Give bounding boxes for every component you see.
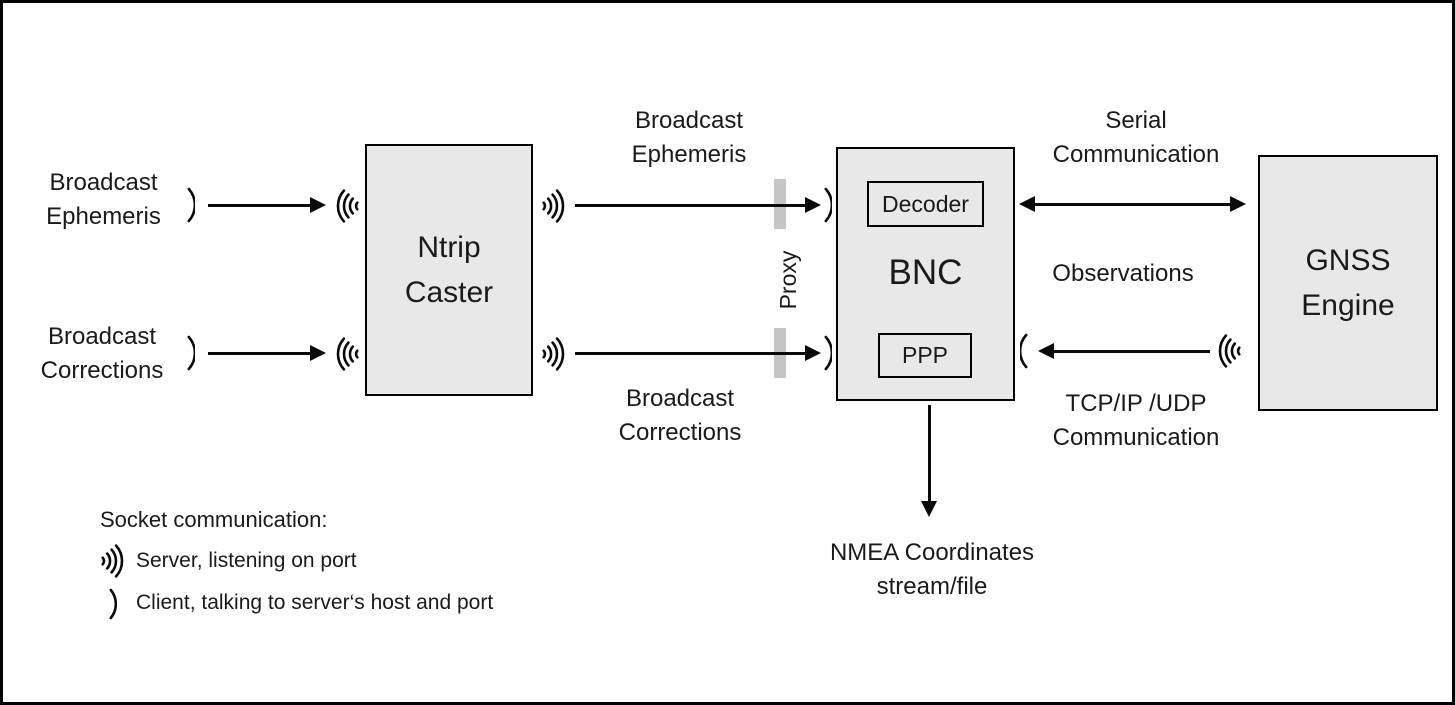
server-socket-icon-caster-left-bottom (332, 333, 362, 375)
legend-title: Socket communication: (100, 507, 328, 532)
server-socket-icon-legend (98, 540, 128, 582)
server-socket-icon-caster-right-top (539, 185, 569, 227)
legend-server-item: Server, listening on port (136, 549, 357, 572)
observations-label: Observations (1052, 260, 1194, 287)
broadcast-corrections-mid-label: Broadcast Corrections (618, 385, 742, 447)
ntrip-caster-box: Ntrip Caster (365, 144, 533, 396)
client-socket-icon-ephemeris (185, 183, 195, 227)
arrow-caster-to-bnc-corrections (575, 345, 821, 361)
gnss-engine-box: GNSS Engine (1258, 155, 1438, 411)
serial-communication-label: Serial Communication (1052, 107, 1220, 169)
legend-client-item: Client, talking to server‘s host and por… (136, 591, 494, 614)
nmea-output-label: NMEA Coordinates stream/file (829, 539, 1035, 601)
tcpip-udp-communication-label: TCP/IP /UDP Communication (1052, 390, 1220, 452)
ppp-box: PPP (878, 333, 972, 378)
bnc-box: Decoder BNC PPP (836, 147, 1015, 401)
arrow-ephemeris-to-caster (208, 197, 326, 213)
arrow-corrections-to-caster (208, 345, 326, 361)
client-socket-icon-bnc-bottom (822, 331, 832, 375)
arrow-bnc-to-nmea (921, 405, 937, 517)
server-socket-icon-caster-left-top (332, 185, 362, 227)
server-socket-icon-gnss (1214, 330, 1244, 372)
arrow-gnss-to-bnc-observations (1038, 343, 1210, 359)
arrow-serial-communication (1019, 196, 1246, 212)
ntrip-caster-title: Ntrip Caster (404, 231, 494, 309)
client-socket-icon-bnc-top (822, 183, 832, 227)
decoder-box: Decoder (867, 181, 984, 227)
proxy-label: Proxy (774, 250, 801, 310)
broadcast-ephemeris-mid-label: Broadcast Ephemeris (631, 107, 747, 169)
client-socket-icon-bnc-right (1020, 329, 1030, 373)
decoder-label: Decoder (882, 190, 969, 217)
server-socket-icon-caster-right-bottom (539, 333, 569, 375)
client-socket-icon-corrections (185, 331, 195, 375)
broadcast-ephemeris-left-label: Broadcast Ephemeris (46, 169, 161, 231)
ppp-label: PPP (901, 342, 949, 368)
bnc-title: BNC (888, 253, 963, 292)
broadcast-corrections-left-label: Broadcast Corrections (40, 323, 164, 385)
gnss-engine-title: GNSS Engine (1301, 244, 1395, 322)
arrow-caster-to-bnc-ephemeris (575, 197, 821, 213)
client-socket-icon-legend (107, 582, 117, 626)
